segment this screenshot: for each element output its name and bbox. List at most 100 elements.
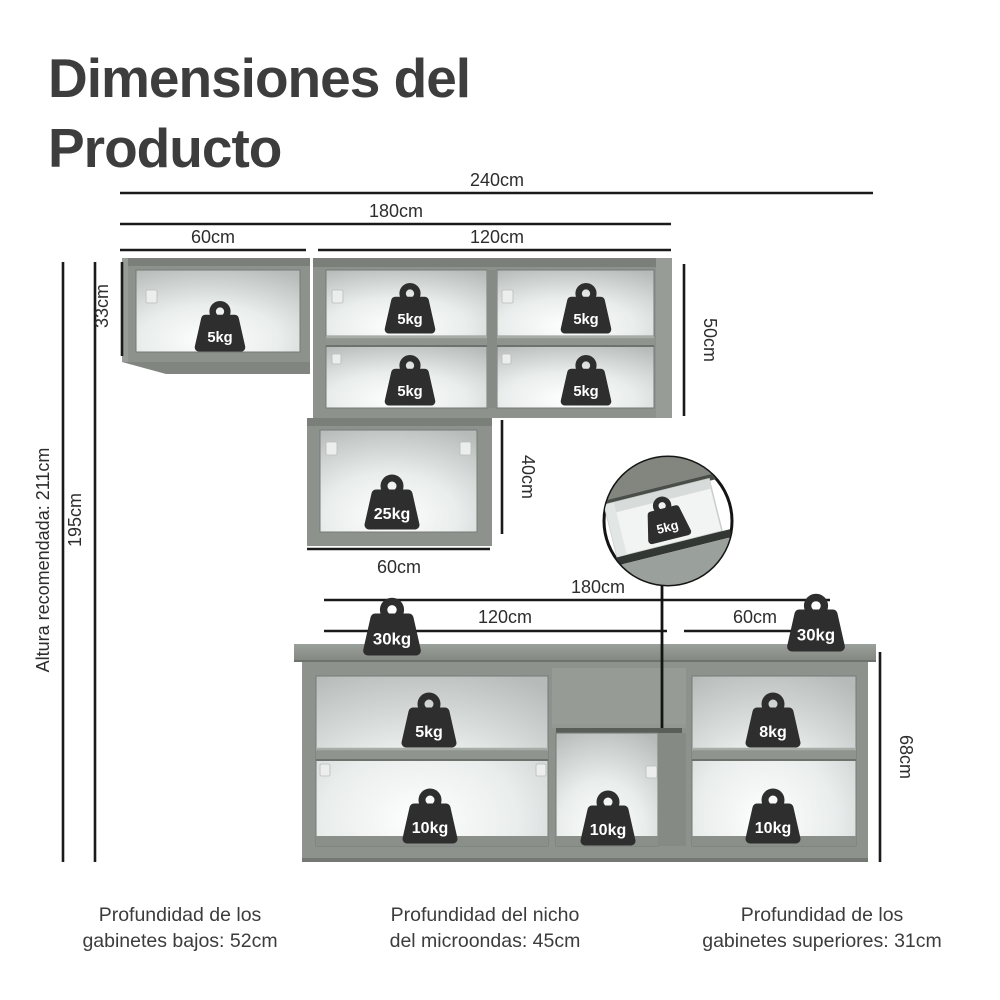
cabinet-top-edge [122, 258, 310, 266]
weight-icon: 5kg [401, 692, 457, 748]
weight-label: 10kg [412, 820, 448, 837]
weight-label: 30kg [373, 629, 411, 648]
weight-label: 5kg [397, 384, 422, 400]
weight-label: 10kg [590, 822, 626, 839]
dim-label-120-low: 120cm [478, 607, 532, 627]
drawer-shadow [556, 728, 682, 733]
dim-label-40: 40cm [518, 455, 538, 499]
inset-drawer-side-wall [604, 502, 627, 558]
inset-drawer-front [613, 537, 732, 585]
footnote-upper-depth-line1: Profundidad de los [741, 904, 904, 926]
hinge [325, 441, 338, 456]
lower-right-shelf [692, 747, 856, 761]
hinge [645, 765, 658, 779]
dim-label-60-top: 60cm [191, 227, 235, 247]
drawer-front [552, 668, 686, 728]
dim-label-altura: Altura recomendada: 211cm [33, 448, 53, 673]
footnote-upper-depth-line2: gabinetes superiores: 31cm [702, 930, 942, 952]
weight-icon: 30kg [363, 597, 421, 656]
cabinet-top-edge [313, 258, 672, 267]
weight-icon: 10kg [402, 788, 458, 844]
title-line-2: Producto [48, 117, 281, 179]
cabinet-top-edge [307, 418, 492, 426]
weight-body [560, 368, 612, 406]
shelf-board [316, 748, 548, 760]
hinge [501, 353, 512, 365]
weight-body [194, 314, 246, 352]
inset-cabinet-top [604, 457, 730, 507]
dim-label-180-top: 180cm [369, 201, 423, 221]
inset-drawer-front-edge [611, 529, 732, 567]
weight-body [560, 296, 612, 334]
upper-right-cabinet [313, 258, 672, 418]
weight-body [580, 805, 636, 846]
weight-body [401, 707, 457, 748]
weight-icons: 5kg 5kg 5kg 5kg 5kg 25kg [194, 282, 845, 846]
weight-label: 25kg [374, 506, 410, 523]
footnote-nicho-depth-line2: del microondas: 45cm [390, 930, 581, 952]
title-line-1: Dimensiones del [48, 47, 470, 109]
weight-icon: 10kg [745, 788, 801, 844]
footnote-lower-depth-line1: Profundidad de los [99, 904, 262, 926]
center-divider [487, 270, 497, 408]
page-title: Dimensiones del Producto [48, 47, 471, 179]
hinge [535, 763, 547, 777]
footnote-lower-depth-line2: gabinetes bajos: 52cm [82, 930, 277, 952]
weight-icon: 10kg [580, 790, 636, 846]
weight-icon: 30kg [787, 593, 845, 652]
weight-body [787, 609, 845, 652]
weight-label: 10kg [755, 820, 791, 837]
countertop [294, 644, 876, 662]
weight-icon: 5kg [560, 282, 612, 334]
weight-label: 5kg [655, 517, 680, 537]
weight-body [745, 803, 801, 844]
weight-label: 5kg [207, 330, 232, 346]
dim-label-60-low: 60cm [733, 607, 777, 627]
dim-label-68: 68cm [896, 735, 916, 779]
inset-drawer-group: 5kg [604, 457, 732, 585]
weight-icon: 5kg [647, 496, 692, 545]
hinge [145, 289, 158, 304]
dim-label-33: 33cm [92, 284, 112, 328]
weight-label: 5kg [415, 724, 443, 741]
dim-label-50: 50cm [700, 318, 720, 362]
weight-label: 5kg [573, 384, 598, 400]
lower-left-shelf [316, 747, 548, 761]
hinge [331, 289, 344, 304]
cabinet-right-panel [656, 258, 672, 418]
hinge [459, 441, 472, 456]
weight-body [402, 803, 458, 844]
cabinet-underside [122, 362, 310, 374]
weight-icon: 5kg [384, 282, 436, 334]
hinge [501, 289, 514, 304]
weight-body [363, 613, 421, 656]
shelf-board [692, 748, 856, 760]
dim-label-120-top: 120cm [470, 227, 524, 247]
dim-label-180-low: 180cm [571, 577, 625, 597]
weight-label: 30kg [797, 625, 835, 644]
inset-drawing: 5kg [604, 457, 732, 585]
weight-icon: 5kg [194, 300, 246, 352]
cabinet-base-shadow [302, 858, 868, 862]
weight-body [364, 489, 420, 530]
weight-label: 5kg [397, 312, 422, 328]
weight-icon: 25kg [364, 474, 420, 530]
inset-drawer-back-wall [604, 478, 712, 515]
dim-label-195: 195cm [65, 493, 85, 547]
weight-icon: 8kg [745, 692, 801, 748]
nicho-right-wall [658, 733, 686, 846]
weight-body [647, 505, 692, 545]
weight-icon: 5kg [560, 354, 612, 406]
drawer-detail-inset: 5kg [602, 455, 734, 587]
footnotes: Profundidad de los gabinetes bajos: 52cm… [82, 904, 941, 952]
weight-body [384, 296, 436, 334]
footnote-nicho-depth-line1: Profundidad del nicho [391, 904, 580, 926]
hinge [331, 353, 342, 365]
dim-label-60-mid: 60cm [377, 557, 421, 577]
weight-label: 8kg [759, 724, 787, 741]
dimension-annotations: 240cm 180cm 60cm 120cm Altura recomendad… [33, 170, 916, 862]
weight-icon: 5kg [384, 354, 436, 406]
weight-body [745, 707, 801, 748]
